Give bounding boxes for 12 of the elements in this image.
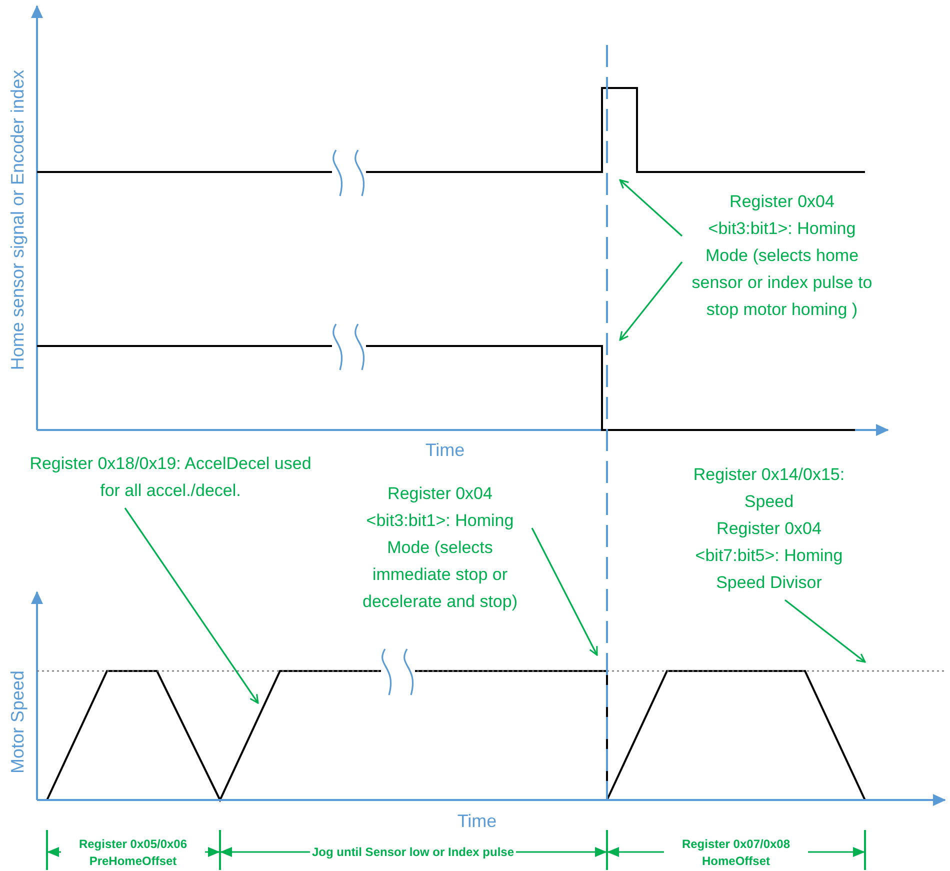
axis-label: Time <box>457 811 497 832</box>
leader-arrow <box>619 179 683 237</box>
leader-arrow <box>619 262 683 341</box>
leader-arrow <box>784 599 866 663</box>
dimension-label: Jog until Sensor low or Index pulse <box>310 844 516 861</box>
leader-arrow <box>124 508 259 704</box>
axis-label: Home sensor signal or Encoder index <box>8 70 28 370</box>
index-signal-waveform <box>37 345 855 431</box>
leader-arrow <box>531 528 598 656</box>
home-signal-waveform <box>37 87 865 173</box>
axis-label: Time <box>425 440 465 461</box>
axis-label: Motor Speed <box>8 670 28 774</box>
